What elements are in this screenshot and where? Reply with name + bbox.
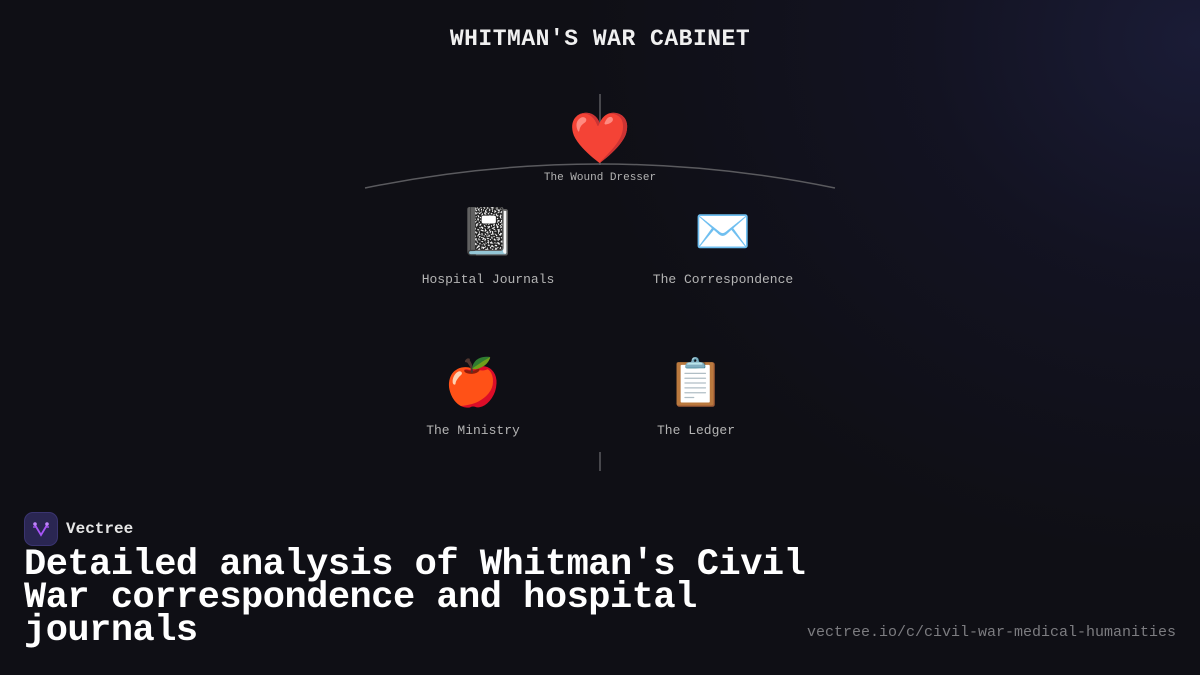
page-url[interactable]: vectree.io/c/civil-war-medical-humanitie… [806,624,1176,641]
node-label: The Correspondence [652,272,794,287]
node-wound-dresser[interactable]: ❤️ The Wound Dresser [520,114,680,185]
node-hospital-journals[interactable]: 📓 Hospital Journals [408,212,568,287]
apple-icon: 🍎 [444,360,502,412]
node-label: The Ministry [426,423,520,438]
node-label: The Wound Dresser [543,172,657,184]
brand-name: Vectree [66,520,134,538]
node-correspondence[interactable]: ✉️ The Correspondence [633,212,813,287]
node-ledger[interactable]: 📋 The Ledger [616,363,776,438]
node-label: Hospital Journals [421,272,555,287]
notebook-icon: 📓 [459,209,517,261]
envelope-icon: ✉️ [694,209,752,261]
page-title: WHITMAN'S WAR CABINET [449,26,751,52]
node-label: The Ledger [656,423,735,438]
heart-icon: ❤️ [568,114,632,171]
headline: Detailed analysis of Whitman's Civil War… [24,544,806,652]
vectree-logo-icon [24,512,58,546]
node-ministry[interactable]: 🍎 The Ministry [393,363,553,438]
brand[interactable]: Vectree [24,512,133,546]
clipboard-icon: 📋 [667,360,725,412]
